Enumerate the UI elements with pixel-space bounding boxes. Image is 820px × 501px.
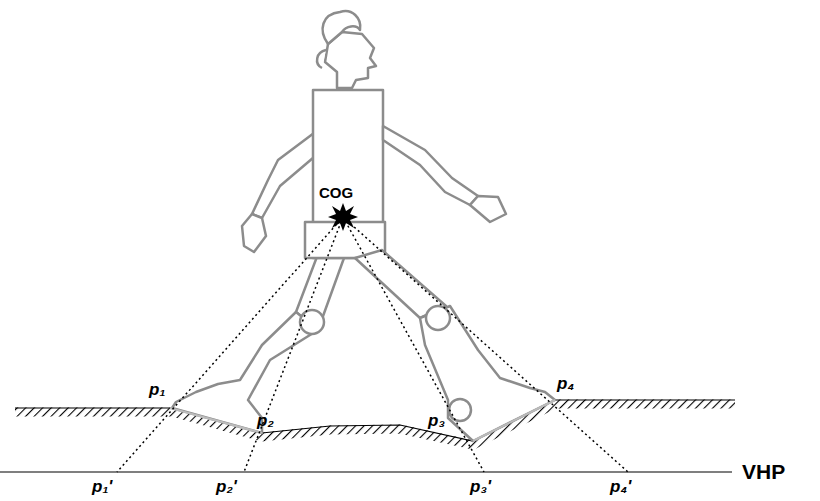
projected-point: p₂' [216,478,237,495]
plane-label: VHP [742,461,785,482]
cog-marker [328,203,358,231]
contact-point: p₃ [428,412,445,429]
ground-hatching [15,400,735,445]
contact-point: p₄ [557,375,574,392]
front-sole [473,400,555,441]
projected-point: p₄' [610,478,631,495]
cog-label: COG [319,185,353,200]
contact-point: p₂ [257,412,274,429]
vhp-line [0,471,732,472]
contact-point: p₁ [149,381,165,398]
back-sole [170,408,262,433]
projected-point: p₃' [470,478,491,495]
person-outline [172,11,555,441]
projected-point: p₁' [92,478,112,495]
projection-lines [117,217,628,472]
